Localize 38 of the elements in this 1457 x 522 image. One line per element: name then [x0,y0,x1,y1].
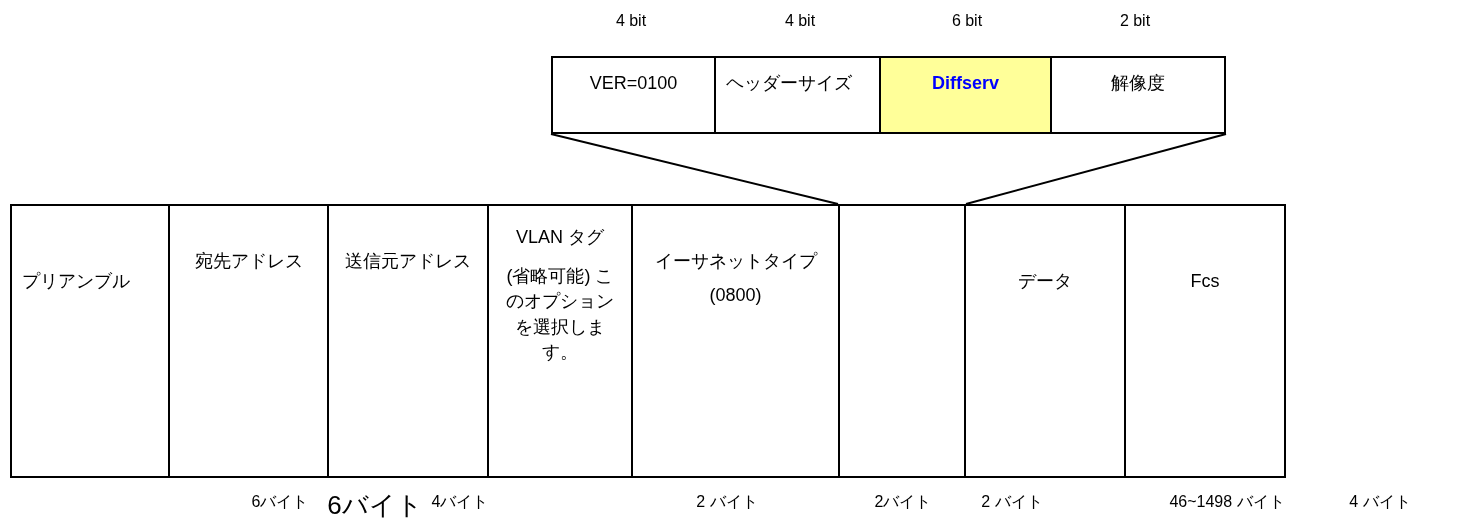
byte-size-label: 2バイト [874,492,932,512]
bit-width-label: 6 bit [951,12,983,30]
leader-line [550,133,839,205]
vlan-tag-field [487,204,633,478]
field-label: Diffserv [931,72,1000,95]
resolution-field [1050,56,1226,134]
header-size-field [714,56,881,134]
diffserv-field [879,56,1052,134]
fcs-field [1124,204,1286,478]
field-label: 送信元アドレス [344,250,472,273]
byte-size-label: 46~1498 バイト [1169,492,1285,512]
version-field [551,56,716,134]
byte-size-label: 2 バイト [981,492,1043,512]
field-label: データ [1017,270,1073,293]
bit-width-label: 4 bit [615,12,647,30]
byte-size-label: 6バイト [251,492,309,512]
byte-size-label: 4 バイト [1349,492,1411,512]
destination-address-field [168,204,329,478]
data-field [964,204,1126,478]
field-label: VLAN タグ [515,226,605,249]
field-label: Fcs [1189,270,1221,293]
byte-size-label: 2 バイト [696,492,758,512]
preamble-field [10,204,170,478]
field-label: ヘッダーサイズ [726,72,853,95]
bit-width-label: 2 bit [1119,12,1151,30]
source-address-field [327,204,489,478]
leader-line [965,133,1227,205]
header-field [838,204,966,478]
byte-size-label: 4バイト [431,492,489,512]
byte-size-label: 6バイト [327,489,423,522]
field-label: VER=0100 [588,72,679,95]
ethertype-field [631,204,840,478]
field-label: イーサネットタイプ (0800) [653,250,819,308]
field-label: プリアンブル [22,270,131,293]
field-label: 解像度 [1110,72,1166,95]
field-label: (省略可能) このオプションを選択します。 [505,265,615,364]
bit-width-label: 4 bit [784,12,816,30]
field-label: 宛先アドレス [193,250,304,273]
